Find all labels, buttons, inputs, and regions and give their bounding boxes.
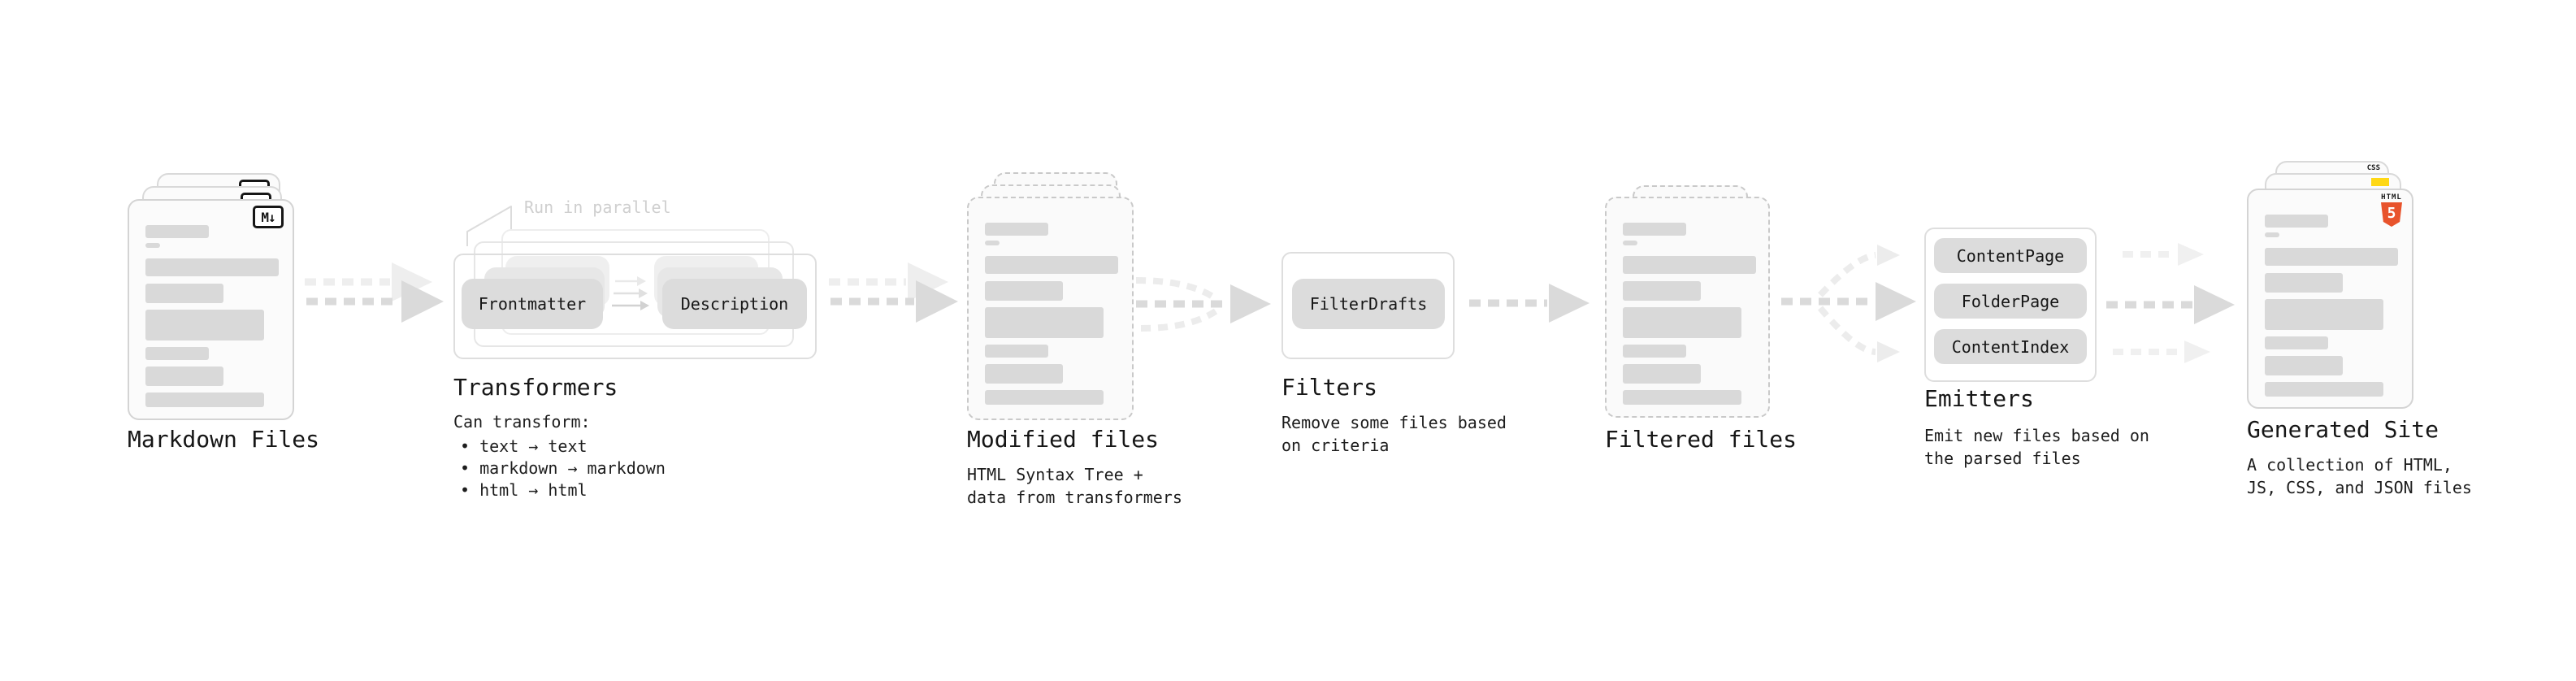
- placeholder-bar: [985, 281, 1063, 301]
- placeholder-bar: [985, 345, 1048, 358]
- transformers-caption: Transformers: [453, 374, 618, 401]
- generated-site-desc: A collection of HTML, JS, CSS, and JSON …: [2247, 455, 2472, 497]
- placeholder-bar: [985, 256, 1118, 274]
- transformers-desc-title: Can transform:: [453, 412, 591, 432]
- filtered-file-card-front: [1605, 197, 1770, 418]
- placeholder-bar: [985, 364, 1063, 384]
- arrow-transformers-to-modified: [829, 262, 958, 323]
- bullet-item: html → html: [460, 479, 666, 501]
- placeholder-bar: [985, 241, 1000, 245]
- placeholder-bar: [145, 367, 223, 386]
- placeholder-bar: [1623, 345, 1686, 358]
- placeholder-bar: [2265, 232, 2279, 237]
- markdown-files-caption: Markdown Files: [128, 426, 320, 453]
- contentindex-pill: ContentIndex: [1934, 329, 2087, 364]
- emitters-desc: Emit new files based on the parsed files: [1924, 426, 2149, 468]
- arrow-merge-into-filters: [1135, 277, 1271, 332]
- filters-caption: Filters: [1281, 374, 1378, 401]
- placeholder-bar: [1623, 241, 1637, 245]
- placeholder-bar: [2265, 273, 2343, 293]
- html5-icon: HTML 5: [2379, 193, 2404, 227]
- placeholder-bar: [145, 347, 209, 360]
- placeholder-bar: [145, 243, 160, 248]
- html5-shield: 5: [2381, 202, 2402, 227]
- folderpage-pill: FolderPage: [1934, 284, 2087, 319]
- filterdrafts-pill: FilterDrafts: [1292, 279, 1445, 329]
- placeholder-bar: [145, 393, 264, 407]
- placeholder-bar: [1623, 281, 1701, 301]
- placeholder-bar: [145, 310, 264, 340]
- modified-file-card-front: [967, 197, 1134, 420]
- placeholder-bar: [1623, 390, 1741, 405]
- placeholder-bar: [145, 225, 209, 238]
- placeholder-bar: [1623, 223, 1686, 236]
- html5-word: HTML: [2381, 193, 2402, 202]
- transformer-box-front: [453, 254, 817, 359]
- markdown-file-card-front: M↓: [128, 199, 294, 420]
- javascript-icon: [2371, 178, 2389, 186]
- placeholder-bar: [2265, 215, 2328, 228]
- placeholder-bar: [2265, 336, 2328, 349]
- description-pill: Description: [662, 279, 807, 329]
- placeholder-bar: [145, 258, 279, 276]
- file-content-placeholder: [969, 223, 1132, 405]
- bullet-item: markdown → markdown: [460, 458, 666, 479]
- generated-site-caption: Generated Site: [2247, 416, 2439, 443]
- placeholder-bar: [985, 223, 1048, 236]
- arrow-filters-to-filtered: [1469, 284, 1589, 323]
- placeholder-bar: [985, 307, 1104, 338]
- file-content-placeholder: [2249, 215, 2412, 397]
- transformers-bullet-list: text → text markdown → markdown html → h…: [460, 436, 666, 501]
- file-content-placeholder: [129, 225, 293, 407]
- placeholder-bar: [2265, 382, 2383, 397]
- bullet-item: text → text: [460, 436, 666, 458]
- placeholder-bar: [1623, 364, 1701, 384]
- contentpage-pill: ContentPage: [1934, 238, 2087, 273]
- arrow-split-to-emitters: [1781, 245, 1916, 362]
- file-content-placeholder: [1607, 223, 1768, 405]
- placeholder-bar: [2265, 356, 2343, 375]
- placeholder-bar: [145, 284, 223, 303]
- arrow-markdown-to-transformers: [305, 262, 444, 323]
- modified-files-caption: Modified files: [967, 426, 1160, 453]
- filters-desc: Remove some files based on criteria: [1281, 413, 1507, 455]
- filtered-files-caption: Filtered files: [1605, 426, 1798, 453]
- arrows-emitters-to-site: [2106, 243, 2235, 363]
- placeholder-bar: [1623, 256, 1756, 274]
- site-file-card-front: HTML 5: [2247, 189, 2413, 409]
- placeholder-bar: [1623, 307, 1741, 338]
- frontmatter-pill: Frontmatter: [462, 279, 603, 329]
- emitters-caption: Emitters: [1924, 385, 2034, 412]
- placeholder-bar: [2265, 299, 2383, 330]
- markdown-icon: M↓: [253, 206, 284, 228]
- placeholder-bar: [985, 390, 1104, 405]
- run-in-parallel-note: Run in parallel: [524, 197, 671, 217]
- modified-files-desc: HTML Syntax Tree + data from transformer…: [967, 465, 1182, 507]
- placeholder-bar: [2265, 248, 2398, 266]
